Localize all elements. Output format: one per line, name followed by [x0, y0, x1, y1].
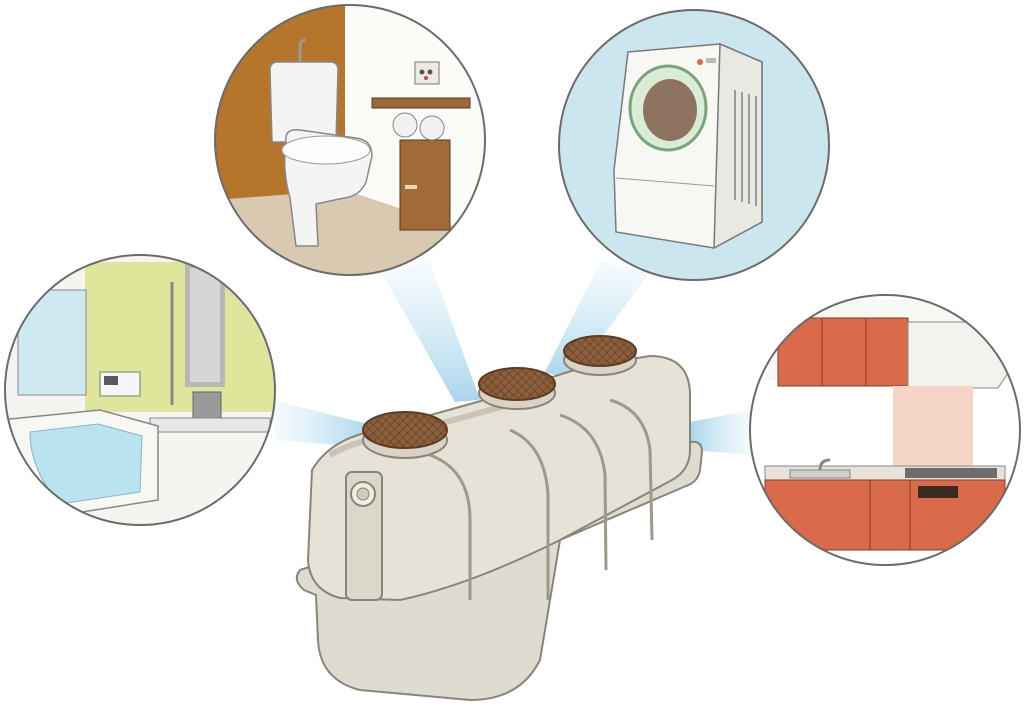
- bathroom-scene: [4, 254, 276, 526]
- septic-tank-icon: [295, 335, 704, 702]
- washing-machine-scene: [558, 9, 830, 281]
- manhole-lid-icon: [362, 411, 448, 459]
- beam-kitchen: [690, 410, 752, 455]
- beam-toilet: [380, 262, 480, 402]
- beam-bath: [272, 400, 372, 448]
- manhole-lid-icon: [563, 335, 637, 376]
- toilet-scene: [214, 4, 486, 276]
- kitchen-scene: [749, 294, 1021, 566]
- manhole-lid-icon: [478, 367, 556, 410]
